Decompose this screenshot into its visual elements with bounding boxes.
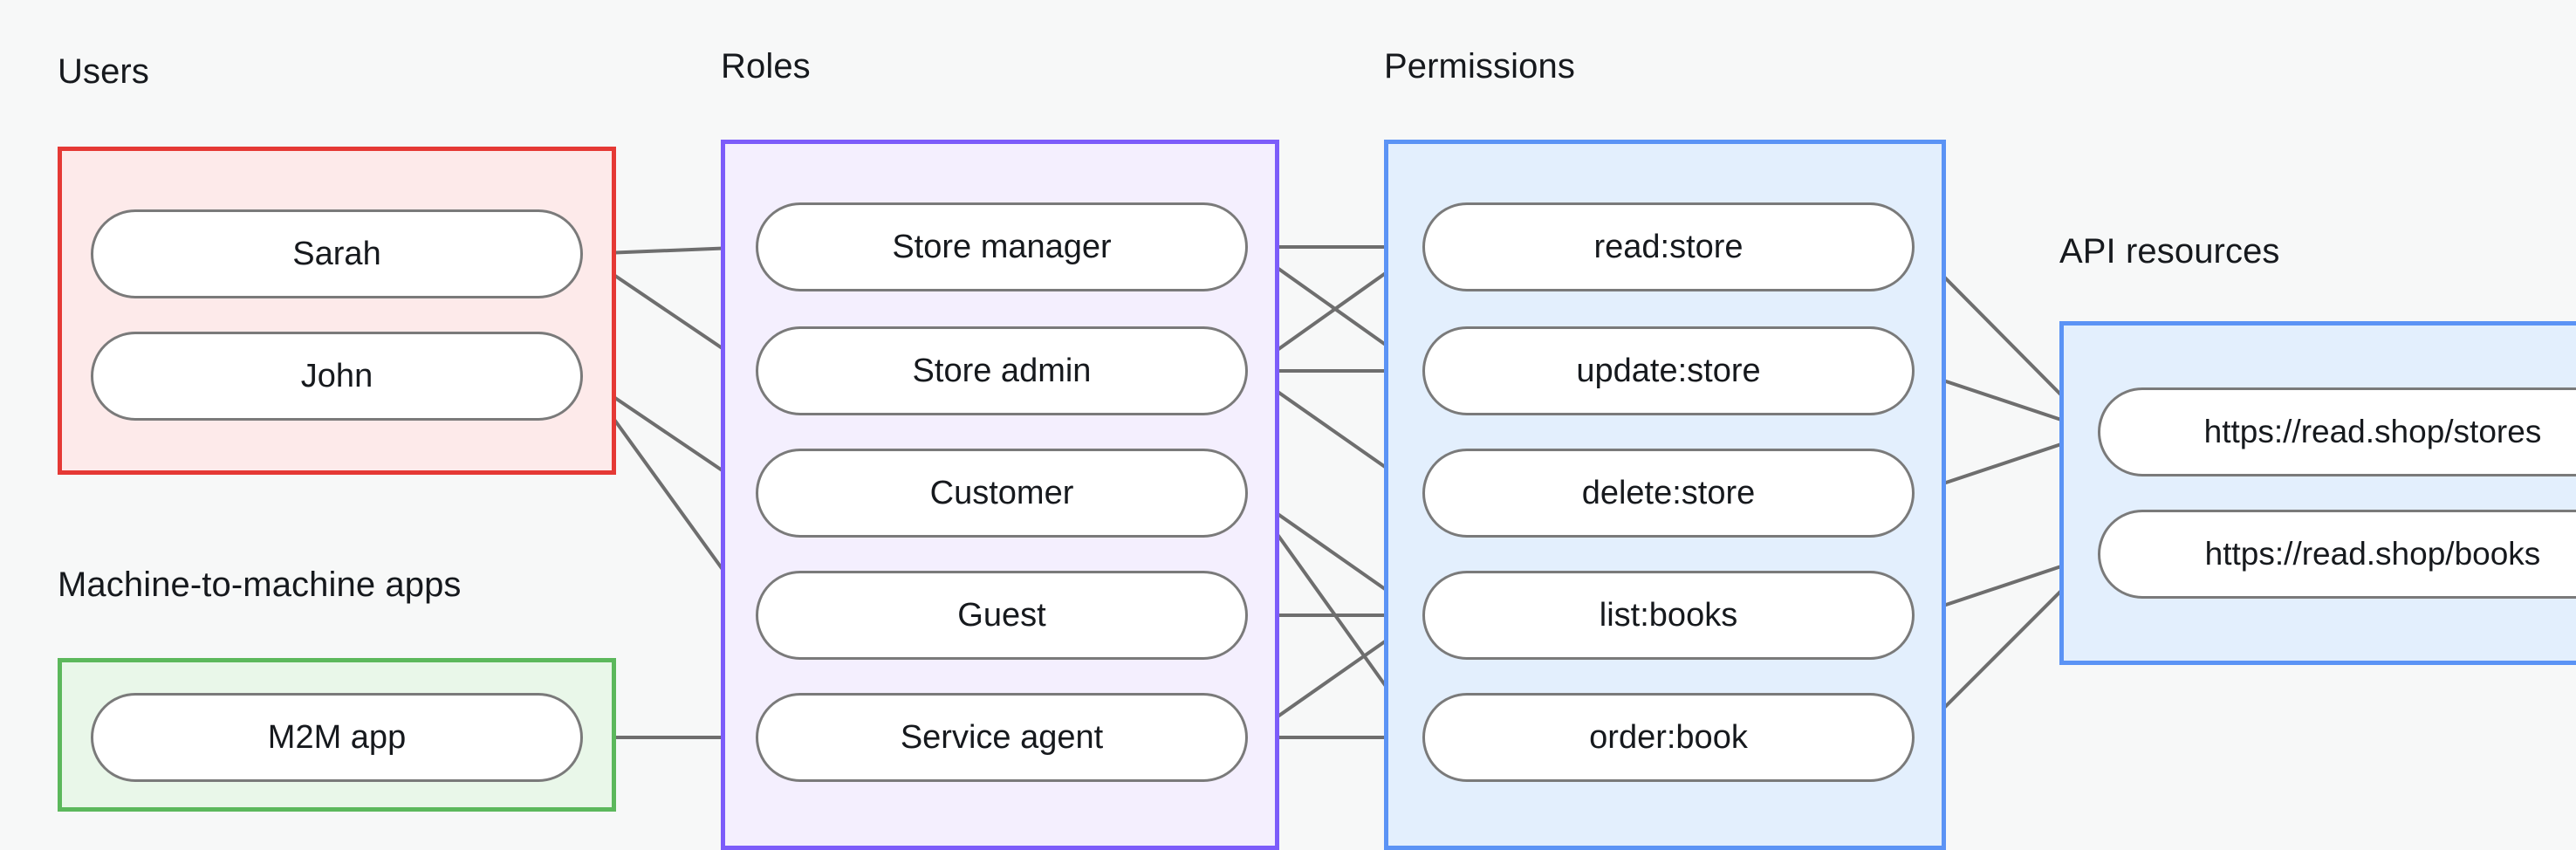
node-label: Service agent [900,718,1104,756]
node-listbooks[interactable]: list:books [1422,571,1915,660]
node-customer[interactable]: Customer [756,449,1248,538]
node-label: list:books [1599,596,1738,634]
node-label: read:store [1593,228,1744,265]
node-m2mapp[interactable]: M2M app [91,693,583,782]
node-storeadmin[interactable]: Store admin [756,326,1248,415]
group-label-roles: Roles [721,47,811,86]
node-label: Guest [957,596,1046,634]
node-label: https://read.shop/stores [2203,414,2542,449]
group-box-api [2059,321,2576,665]
node-serviceagent[interactable]: Service agent [756,693,1248,782]
node-updatestore[interactable]: update:store [1422,326,1915,415]
node-john[interactable]: John [91,332,583,421]
node-deletestore[interactable]: delete:store [1422,449,1915,538]
node-apistores[interactable]: https://read.shop/stores [2098,387,2576,476]
group-label-users: Users [58,52,149,91]
node-label: https://read.shop/books [2204,536,2541,572]
node-readstore[interactable]: read:store [1422,202,1915,291]
node-label: delete:store [1581,474,1756,511]
node-sarah[interactable]: Sarah [91,209,583,298]
node-storemanager[interactable]: Store manager [756,202,1248,291]
node-guest[interactable]: Guest [756,571,1248,660]
group-box-users [58,147,616,475]
node-label: M2M app [267,718,407,756]
node-label: Store manager [892,228,1112,265]
group-label-api: API resources [2059,232,2280,271]
node-orderbook[interactable]: order:book [1422,693,1915,782]
group-label-m2m: Machine-to-machine apps [58,566,462,604]
node-label: order:book [1589,718,1748,756]
group-label-permissions: Permissions [1384,47,1575,86]
node-label: update:store [1576,352,1761,389]
node-label: John [300,357,373,394]
node-label: Store admin [912,352,1092,389]
node-label: Customer [929,474,1074,511]
node-label: Sarah [292,235,381,272]
node-apibooks[interactable]: https://read.shop/books [2098,510,2576,599]
